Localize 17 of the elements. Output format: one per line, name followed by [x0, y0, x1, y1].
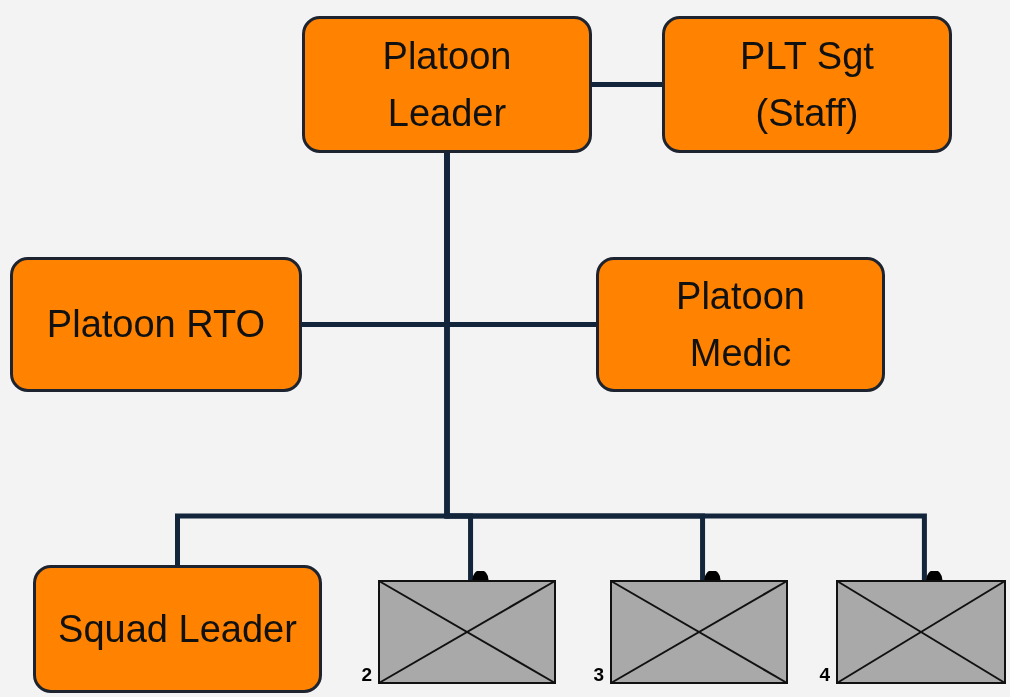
role-label: Platoon Leader	[381, 33, 513, 136]
infantry-symbol	[610, 580, 788, 684]
role-box	[33, 565, 322, 693]
role-label: Platoon RTO	[46, 302, 266, 347]
role-label: Squad Leader	[58, 606, 297, 652]
role-label: PLT Sgt (Staff)	[739, 33, 875, 136]
unit-number: 3	[593, 665, 604, 684]
infantry-symbol	[836, 580, 1006, 684]
role-box	[10, 257, 302, 392]
connector-line	[592, 82, 662, 87]
role-box	[662, 16, 952, 153]
role-box	[302, 16, 592, 153]
unit-number: 4	[819, 665, 830, 684]
infantry-symbol	[378, 580, 556, 684]
role-box	[596, 257, 885, 392]
unit-number: 2	[361, 665, 372, 684]
role-label: Platoon Medic	[675, 273, 806, 376]
